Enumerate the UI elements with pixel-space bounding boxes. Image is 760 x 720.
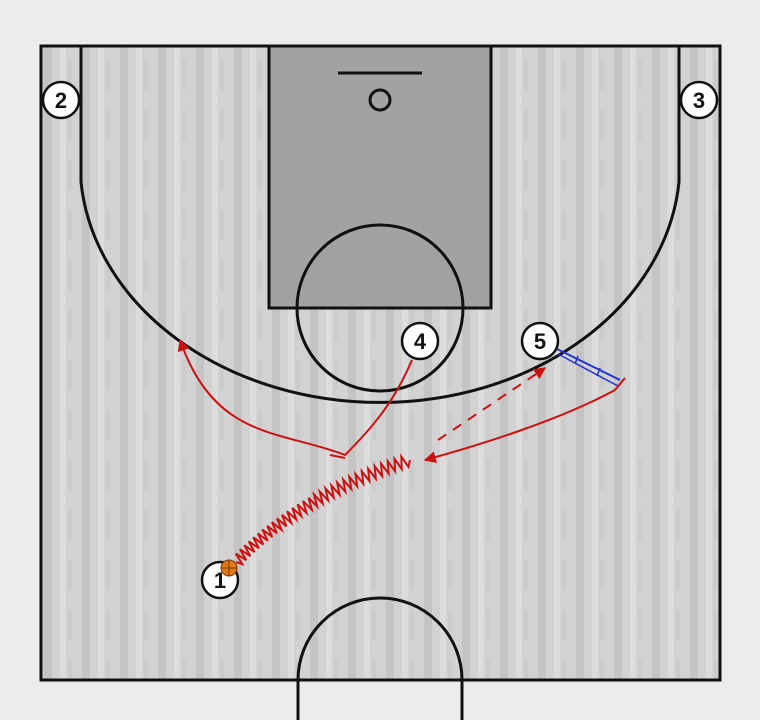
- basket-rim: [368, 88, 392, 112]
- player-3[interactable]: 3: [679, 80, 719, 120]
- court-boundary: [39, 44, 722, 682]
- screen-path: [554, 347, 621, 387]
- player-5[interactable]: 5: [520, 321, 560, 361]
- player-4[interactable]: 4: [400, 321, 440, 361]
- cut-return: [614, 377, 626, 391]
- court-lines: [39, 44, 722, 720]
- center-circle: [296, 596, 464, 720]
- dribble-path: [234, 453, 411, 566]
- cut-path-5: [423, 389, 616, 463]
- cut-marker: [329, 454, 346, 459]
- pass-path: [437, 367, 546, 441]
- players: 2 3 4 5 1: [41, 80, 719, 600]
- player-3-label: 3: [693, 88, 705, 113]
- player-1-label: 1: [214, 568, 226, 593]
- three-point-line: [79, 46, 681, 404]
- ball-icon: [220, 559, 238, 577]
- player-5-label: 5: [534, 329, 546, 354]
- player-4-label: 4: [414, 329, 427, 354]
- cut-path-4: [177, 338, 413, 457]
- free-throw-circle: [295, 223, 465, 393]
- play-actions: [177, 338, 626, 566]
- player-2-label: 2: [55, 88, 67, 113]
- player-2[interactable]: 2: [41, 80, 81, 120]
- player-1[interactable]: 1: [200, 559, 240, 600]
- key-paint: [267, 44, 493, 310]
